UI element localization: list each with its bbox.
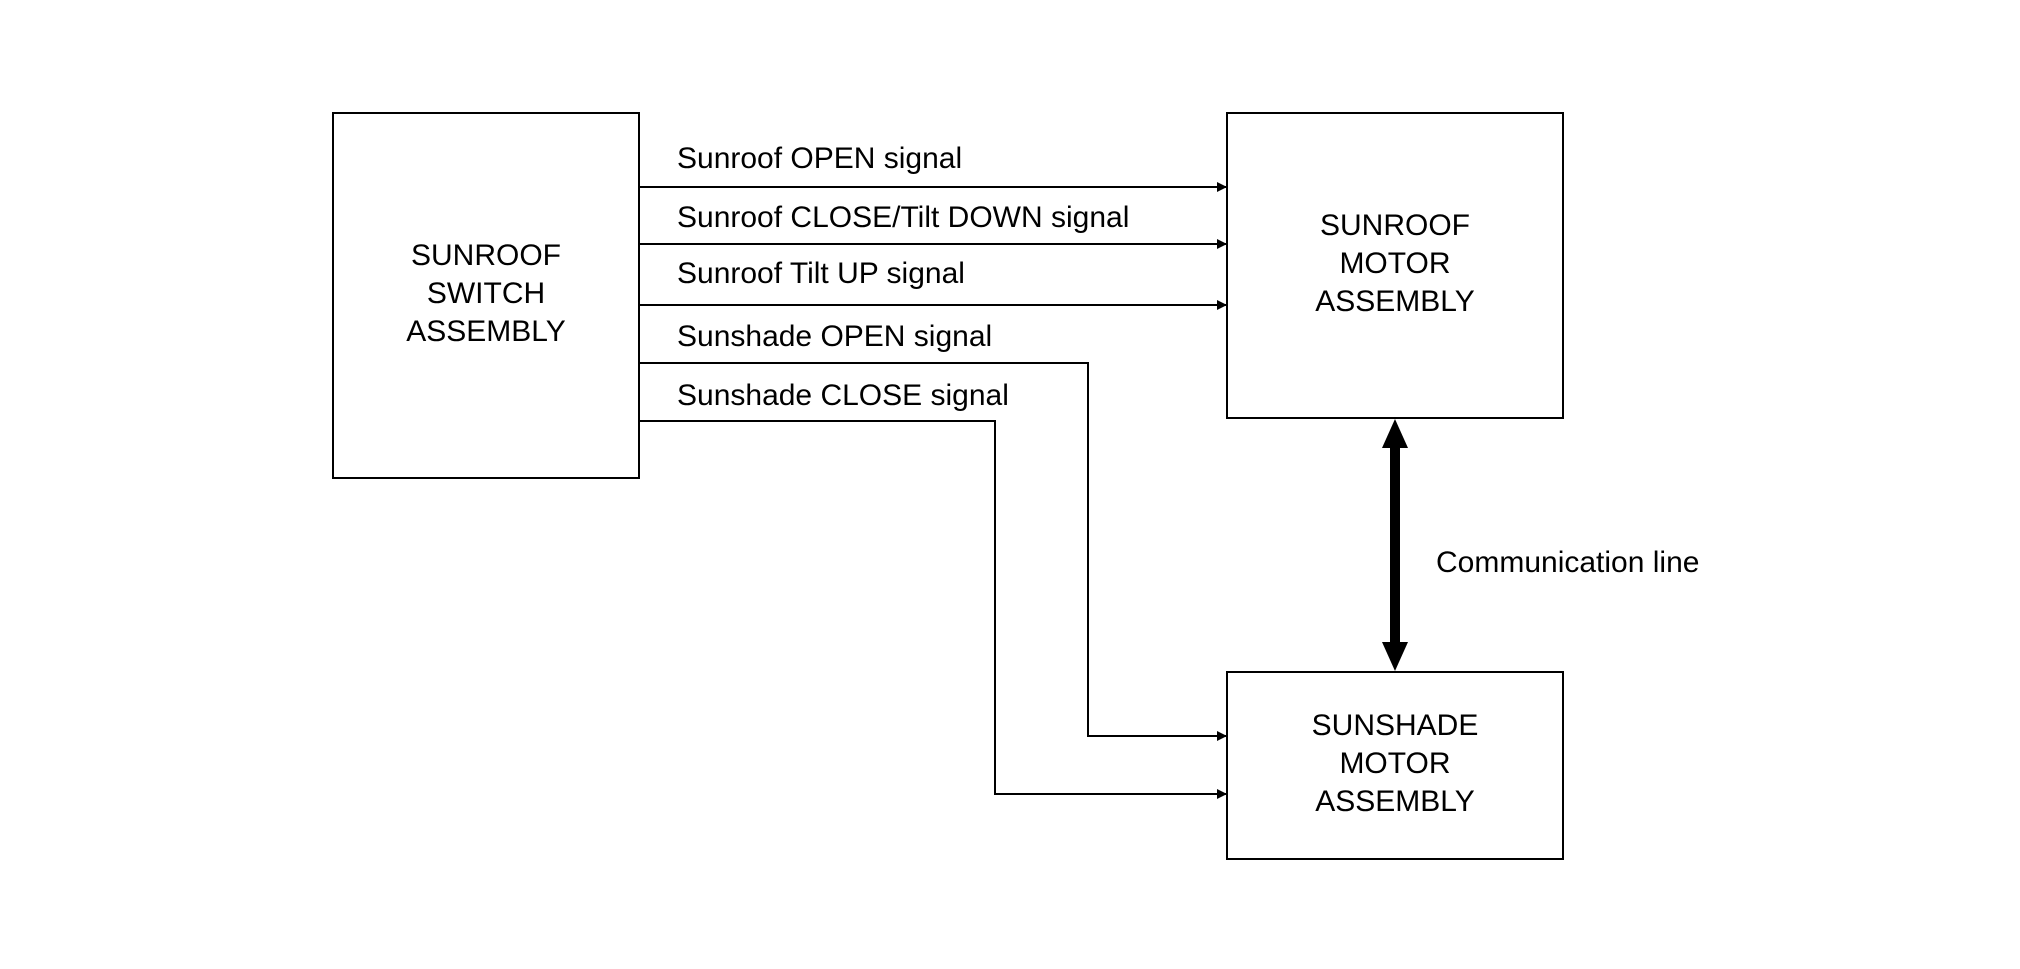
switch-assembly-label-line3: ASSEMBLY <box>406 315 566 348</box>
sunshade-open-signal-label: Sunshade OPEN signal <box>677 320 992 353</box>
sunroof-motor-assembly-box: SUNROOF MOTOR ASSEMBLY <box>1226 112 1564 419</box>
communication-line-arrow <box>1382 419 1408 671</box>
sunshade-open-signal-arrow <box>639 362 1227 741</box>
sunroof-motor-label-line1: SUNROOF <box>1320 209 1470 242</box>
sunroof-close-tilt-down-signal-label: Sunroof CLOSE/Tilt DOWN signal <box>677 201 1129 234</box>
sunshade-motor-assembly-box: SUNSHADE MOTOR ASSEMBLY <box>1226 671 1564 860</box>
sunshade-close-signal-arrow <box>639 420 1227 799</box>
switch-assembly-label-line2: SWITCH <box>427 277 545 310</box>
sunshade-close-signal-label: Sunshade CLOSE signal <box>677 379 1009 412</box>
communication-line-label: Communication line <box>1436 546 1699 579</box>
sunshade-motor-label-line3: ASSEMBLY <box>1315 785 1475 818</box>
sunroof-motor-label-line2: MOTOR <box>1339 247 1450 280</box>
sunroof-tilt-up-signal-label: Sunroof Tilt UP signal <box>677 257 965 290</box>
sunshade-motor-label-line1: SUNSHADE <box>1312 709 1479 742</box>
switch-assembly-label-line1: SUNROOF <box>411 239 561 272</box>
sunroof-switch-assembly-box: SUNROOF SWITCH ASSEMBLY <box>332 112 640 479</box>
sunroof-open-signal-label: Sunroof OPEN signal <box>677 142 962 175</box>
sunroof-motor-label-line3: ASSEMBLY <box>1315 285 1475 318</box>
sunshade-motor-label-line2: MOTOR <box>1339 747 1450 780</box>
